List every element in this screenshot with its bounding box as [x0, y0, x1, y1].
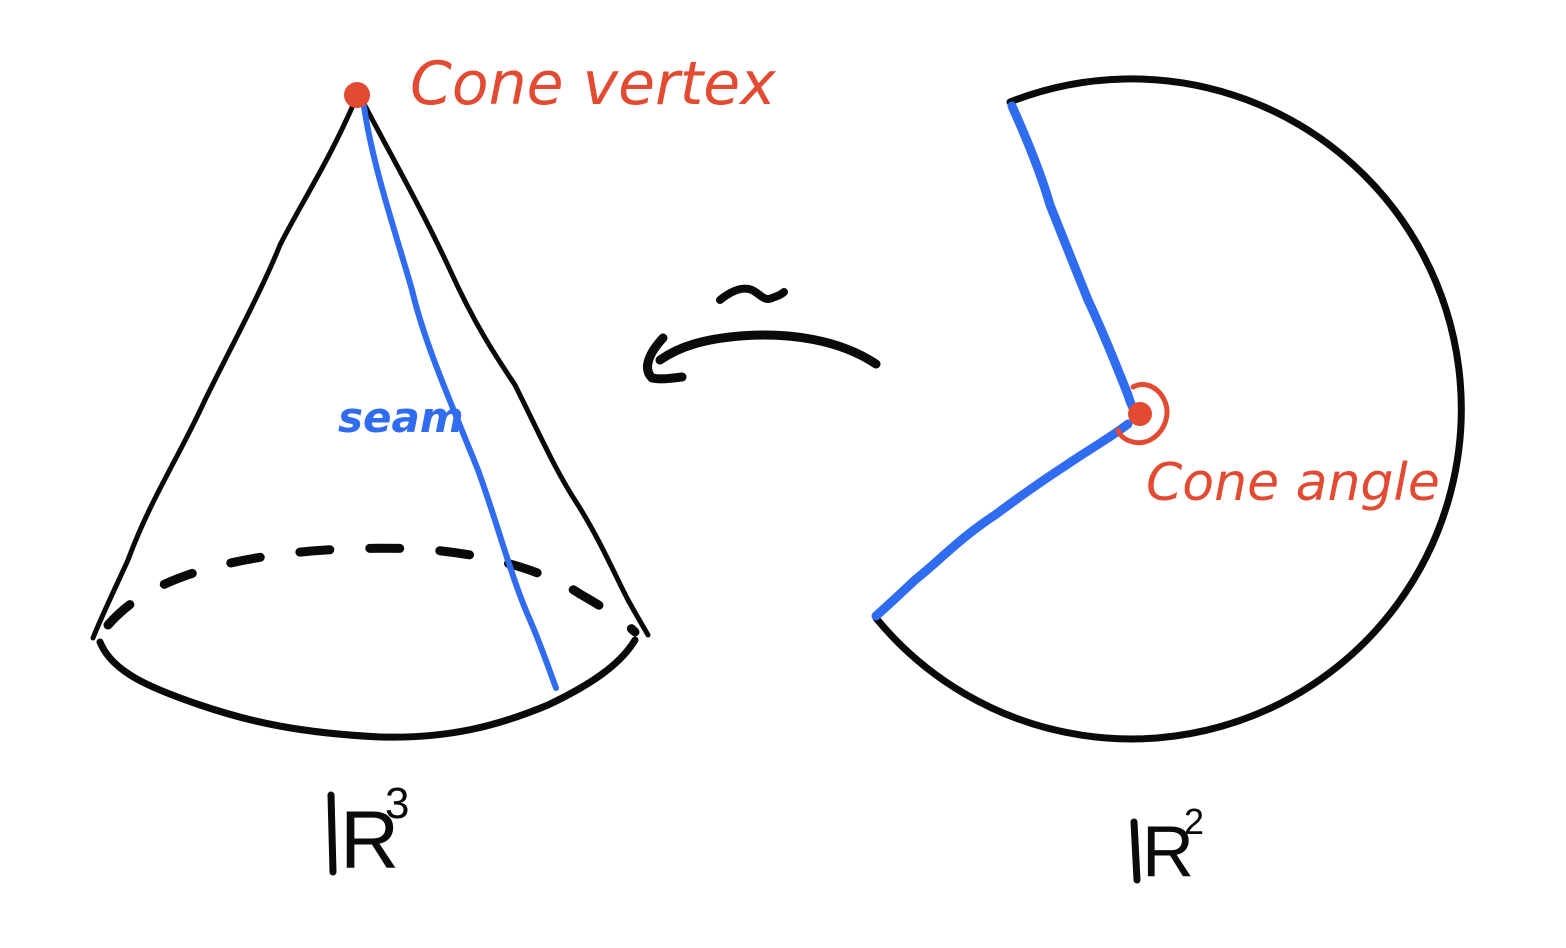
seam-label: seam [338, 393, 464, 442]
cone-base-front [96, 636, 639, 741]
cone-left-edge [90, 93, 360, 641]
r3-label: R 3 [327, 779, 409, 886]
cone-seam-line [360, 97, 559, 691]
cone-right-edge [357, 93, 651, 638]
r2-label: R 2 [1130, 801, 1204, 892]
cone-angle-ring [1115, 382, 1170, 446]
sector-upper-seam [1007, 101, 1141, 417]
flat-sector [871, 75, 1465, 743]
cone-base-back-dashed [103, 543, 640, 637]
isometry-arrow [643, 284, 881, 384]
cone-angle-label: Cone angle [1146, 453, 1440, 513]
arrow-head [643, 333, 687, 384]
cone-3d [90, 82, 651, 741]
isometry-symbol: ~ [740, 295, 741, 297]
sector-lower-seam [871, 419, 1133, 621]
r3-base: R [340, 795, 399, 886]
tilde-mark [716, 284, 788, 304]
sector-arc [872, 75, 1465, 743]
cone-vertex-dot [344, 82, 370, 108]
r2-exponent: 2 [1184, 801, 1204, 842]
cone-vertex-label: Cone vertex [410, 49, 776, 119]
r2-blackboard-stroke [1130, 818, 1141, 884]
r3-exponent: 3 [385, 779, 409, 828]
sector-vertex-dot [1128, 402, 1152, 426]
r3-blackboard-stroke [327, 791, 337, 876]
arrow-shaft [655, 330, 881, 369]
r2-base: R [1142, 812, 1194, 892]
